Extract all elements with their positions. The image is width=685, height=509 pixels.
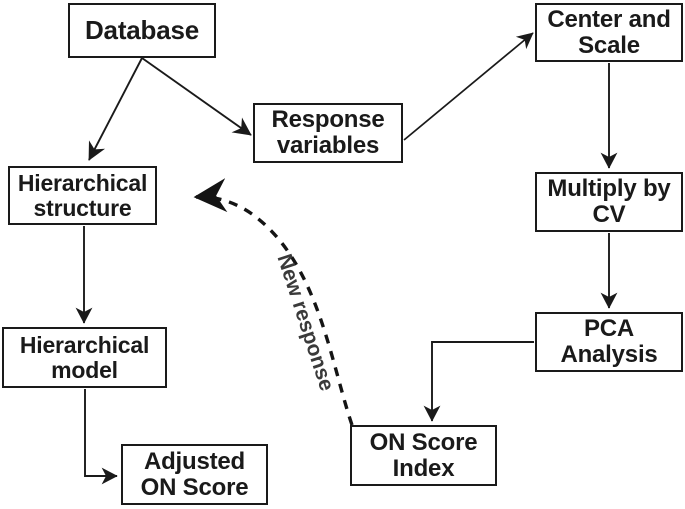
edge-pca-analysis-to-on-score-index [423, 341, 534, 422]
node-database[interactable]: Database [68, 3, 216, 58]
edge-response-variables-to-center-and-scale [403, 32, 534, 141]
node-hierarchical-structure[interactable]: Hierarchical structure [8, 166, 157, 225]
node-response-variables[interactable]: Response variables [253, 103, 403, 163]
node-hierarchical-model[interactable]: Hierarchical model [2, 327, 167, 388]
node-center-and-scale[interactable]: Center and Scale [535, 3, 683, 62]
node-multiply-by-cv[interactable]: Multiply by CV [535, 172, 683, 232]
node-adjusted-on-score[interactable]: Adjusted ON Score [121, 444, 268, 505]
node-pca-analysis[interactable]: PCA Analysis [535, 312, 683, 372]
node-on-score-index[interactable]: ON Score Index [350, 425, 497, 486]
edge-database-to-response-variables [141, 57, 252, 136]
edge-hierarchical-model-to-adjusted-on-score [84, 389, 118, 485]
edge-on-score-index-to-hierarchical-structure [193, 178, 354, 426]
edge-database-to-hierarchical-structure [88, 57, 143, 161]
